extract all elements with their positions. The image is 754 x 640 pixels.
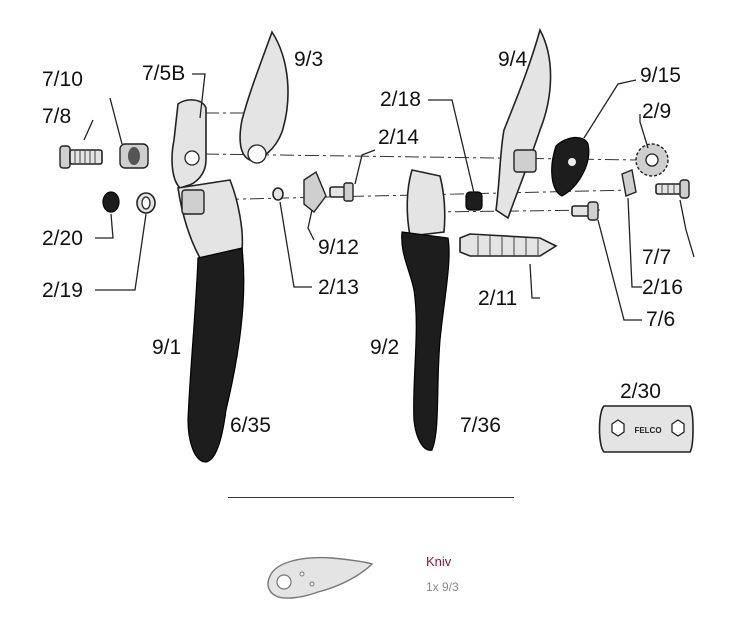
nut-2-18-part <box>465 191 483 211</box>
tool-2-30-part: FELCO <box>598 405 694 453</box>
nut-7-10-part <box>119 143 149 169</box>
label-2-16: 2/16 <box>642 276 683 299</box>
exploded-parts-diagram: FELCO 7/10 7/8 7/5B 9/3 2/14 2/18 9/4 9/… <box>42 27 695 463</box>
handle-9-1-grip <box>187 247 245 463</box>
gear-2-9-part <box>635 143 669 177</box>
plate-9-12-part <box>303 170 327 213</box>
spring-2-11-part <box>459 233 558 257</box>
label-2-13: 2/13 <box>318 276 359 299</box>
blade-9-3-part <box>239 30 289 161</box>
axis-line-bolt <box>429 209 601 213</box>
anvil-7-5b-part <box>171 99 207 189</box>
part-name-link[interactable]: Kniv <box>426 554 452 569</box>
handle-9-2-grip <box>401 231 450 451</box>
cap-2-20-part <box>102 191 120 213</box>
label-2-9: 2/9 <box>642 100 671 123</box>
label-2-18: 2/18 <box>380 88 421 111</box>
label-7-36: 7/36 <box>460 414 501 437</box>
label-7-6: 7/6 <box>646 308 675 331</box>
screw-7-6-part <box>571 201 599 221</box>
part-quantity: 1x 9/3 <box>426 580 459 594</box>
screw-2-14-part <box>329 182 354 202</box>
label-7-7: 7/7 <box>642 246 671 269</box>
bolt-7-8-part <box>59 145 103 169</box>
felco-logo: FELCO <box>634 426 661 435</box>
part-thumbnail-blade[interactable] <box>262 552 374 608</box>
blade-9-4-part <box>495 27 552 220</box>
label-7-5b: 7/5B <box>142 62 185 85</box>
label-9-1: 9/1 <box>152 336 181 359</box>
label-2-14: 2/14 <box>378 126 419 149</box>
clip-2-16-part <box>621 169 637 197</box>
divider-line <box>228 497 514 498</box>
label-2-19: 2/19 <box>42 279 83 302</box>
screw-7-7-part <box>655 179 690 199</box>
label-7-8: 7/8 <box>42 105 71 128</box>
label-2-30: 2/30 <box>620 380 661 403</box>
label-2-11: 2/11 <box>478 287 517 310</box>
label-9-15: 9/15 <box>640 64 681 87</box>
label-9-2: 9/2 <box>370 336 399 359</box>
handle-9-2-head <box>406 169 446 237</box>
leader-lines <box>83 73 695 321</box>
label-7-10: 7/10 <box>42 68 83 91</box>
label-9-12: 9/12 <box>318 236 359 259</box>
label-9-3: 9/3 <box>294 48 323 71</box>
plate-9-15-part <box>551 136 590 197</box>
label-6-35: 6/35 <box>230 414 271 437</box>
washer-2-13-part <box>272 187 284 201</box>
label-2-20: 2/20 <box>42 227 83 250</box>
label-9-4: 9/4 <box>498 48 528 71</box>
